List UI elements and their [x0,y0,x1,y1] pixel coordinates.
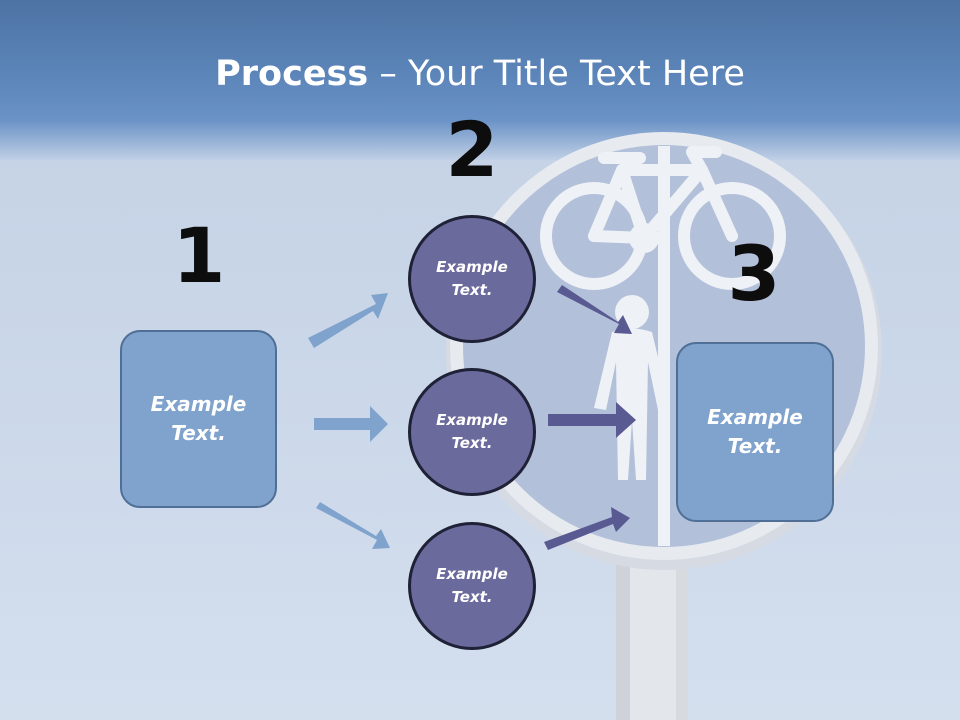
step-number-1: 1 [172,211,226,300]
step-2-node-top[interactable]: Example Text. [408,215,536,343]
title-rest: – Your Title Text Here [368,54,745,94]
arrow-right [314,406,388,442]
arrow-right-up [308,293,388,348]
step-3-label: Example Text. [707,405,803,458]
step-1-box[interactable]: Example Text. [120,330,277,508]
step-number-3: 3 [727,229,781,318]
bicycle-icon [540,146,786,290]
step-3-box[interactable]: Example Text. [676,342,834,522]
arrow-right-down [316,502,390,549]
node-bottom-label: Example Text. [436,565,508,606]
step-1-label: Example Text. [150,392,247,445]
arrow-dark-down-right [557,285,632,334]
arrow-dark-up-right [544,507,630,550]
title-bold: Process [215,54,369,94]
arrow-dark-right [548,402,636,438]
step-number-2: 2 [445,105,499,194]
step-2-node-bottom[interactable]: Example Text. [408,522,536,650]
slide-title: Process – Your Title Text Here [0,50,960,98]
header-band [0,0,960,160]
node-middle-label: Example Text. [436,411,508,452]
node-top-label: Example Text. [436,258,508,299]
step-2-node-middle[interactable]: Example Text. [408,368,536,496]
